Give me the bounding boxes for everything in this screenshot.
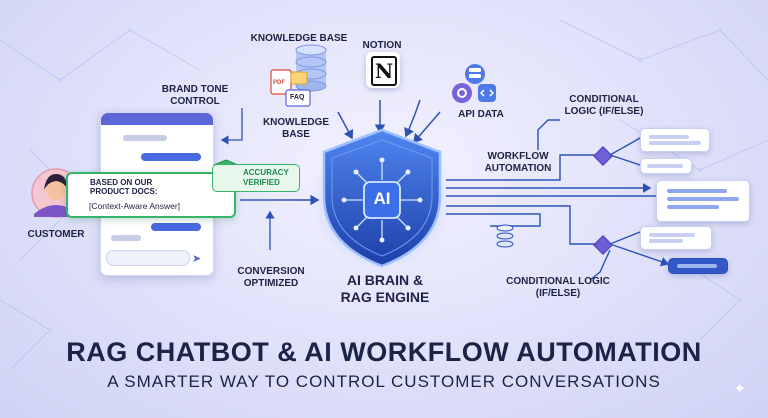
- sub-title: A SMARTER WAY TO CONTROL CUSTOMER CONVER…: [107, 372, 661, 391]
- code-icon: [478, 84, 496, 102]
- notion-icon: N: [371, 56, 397, 86]
- chat-bubble-user: [141, 153, 201, 161]
- conversion-optimized-label: CONVERSION OPTIMIZED: [237, 266, 305, 289]
- shield-ai-text: AI: [373, 189, 391, 208]
- chat-header: [101, 113, 213, 125]
- flow-card-top: [640, 128, 710, 152]
- flow-card-main: [656, 180, 750, 222]
- small-database-icon: [496, 224, 514, 248]
- brand-tone-connector: [220, 108, 243, 145]
- workflow-lines: [446, 119, 668, 281]
- notion-label: NOTION: [362, 40, 402, 51]
- knowledge-base-top-label: KNOWLEDGE BASE: [250, 33, 348, 44]
- notion-card: N: [366, 52, 400, 88]
- customer-label: CUSTOMER: [27, 229, 85, 240]
- accuracy-verified-badge: ACCURACY VERIFIED: [212, 164, 300, 192]
- conditional-logic-bottom-label: CONDITIONAL LOGIC (IF/ELSE): [506, 276, 610, 299]
- flow-card-upper-mid: [640, 158, 692, 174]
- answer-body: [Context-Aware Answer]: [89, 201, 181, 211]
- input-arrows: [240, 99, 441, 206]
- context-answer-card: BASED ON OUR PRODUCT DOCS: [Context-Awar…: [66, 172, 236, 218]
- send-icon[interactable]: ➤: [192, 253, 202, 265]
- chat-bubble-bot: [123, 135, 167, 141]
- faq-doc-icon: [285, 89, 311, 107]
- answer-title: BASED ON OUR PRODUCT DOCS:: [90, 178, 158, 196]
- gear-icon: [452, 83, 472, 103]
- knowledge-base-mid-label: KNOWLEDGE BASE: [262, 117, 330, 140]
- verified-label: ACCURACY VERIFIED: [243, 168, 289, 187]
- chat-input[interactable]: [106, 250, 190, 266]
- main-title: RAG CHATBOT & AI WORKFLOW AUTOMATION: [66, 337, 702, 367]
- faq-label: FAQ: [290, 94, 305, 101]
- workflow-automation-label: WORKFLOW AUTOMATION: [484, 151, 552, 174]
- ai-brain-label: AI BRAIN & RAG ENGINE: [340, 272, 430, 305]
- sparkle-icon: ✦: [733, 381, 747, 398]
- ai-shield-icon: [322, 128, 442, 268]
- chat-doc-icon: [290, 71, 308, 85]
- conditional-logic-top-label: CONDITIONAL LOGIC (IF/ELSE): [564, 94, 644, 117]
- flow-card-lower: [640, 226, 712, 250]
- server-icon: [465, 64, 485, 84]
- chat-bubble-user: [151, 223, 201, 231]
- pdf-label: PDF: [273, 80, 285, 86]
- chat-bubble-bot: [111, 235, 141, 241]
- api-data-label: API DATA: [458, 109, 504, 120]
- flow-card-bottom: [668, 258, 728, 274]
- brand-tone-label: BRAND TONE CONTROL: [161, 84, 229, 107]
